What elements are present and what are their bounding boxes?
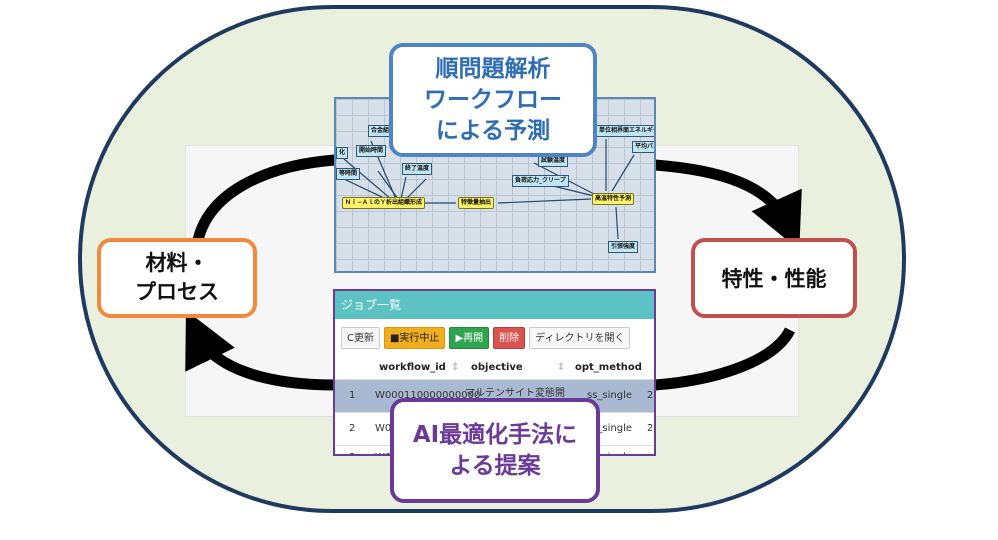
job-toolbar: C更新 ■実行中止 ▶再開 削除 ディレクトリを開く (341, 327, 631, 349)
title-line: ワークフロー (424, 86, 562, 113)
material-line: プロセス (135, 280, 219, 304)
property-text: 特性・性能 (721, 267, 827, 291)
row-number: 3 (349, 452, 355, 454)
ai-optimization-label: AI最適化手法に よる提案 (390, 398, 600, 503)
stop-button[interactable]: ■実行中止 (383, 327, 446, 349)
column-header-workflow-id[interactable]: workflow_id (379, 362, 446, 373)
ai-line: AI最適化手法に (412, 421, 578, 448)
workflow-node: 終了温度 (402, 163, 433, 175)
sort-icon[interactable]: ⇕ (451, 362, 460, 373)
workflow-node-process: 特徴量抽出 (458, 197, 495, 209)
row-number: 1 (349, 390, 356, 401)
job-table-header: workflow_id ⇕ objective ⇕ opt_method (335, 359, 654, 379)
cell-extra: 2 (647, 423, 654, 434)
material-line: 材料・ (145, 251, 209, 275)
column-header-objective[interactable]: objective (471, 362, 523, 373)
job-list-panel: ジョブ一覧 C更新 ■実行中止 ▶再開 削除 ディレクトリを開く workflo… (333, 289, 656, 456)
workflow-node: 単位相界面エネルギー (596, 125, 654, 137)
workflow-node: 開始時間 (356, 145, 387, 157)
cell-objective: マルテンサイト変態開 (465, 388, 565, 399)
workflow-node: 引張強度 (608, 241, 639, 253)
cell-workflow-id: W000110000000000 (375, 390, 481, 401)
row-number: 2 (349, 423, 356, 434)
open-directory-button[interactable]: ディレクトリを開く (529, 327, 631, 349)
forward-analysis-label: 順問題解析 ワークフロー による予測 (389, 43, 597, 157)
ai-line: よる提案 (449, 452, 541, 479)
cell-workflow-id: W00 (375, 452, 398, 454)
workflow-node: 負荷応力_クリープ (512, 175, 569, 187)
property-performance-label: 特性・性能 (691, 238, 857, 318)
cell-extra: 2 (647, 390, 654, 401)
column-header-opt-method[interactable]: opt_method (575, 362, 642, 373)
workflow-node: 平均パ (632, 141, 654, 153)
cell-opt-method: ss_single (587, 390, 633, 401)
title-line: 順問題解析 (435, 55, 551, 82)
cell-opt-method: ss_single (587, 452, 632, 454)
workflow-node-process: 高温特性予測 (592, 193, 635, 205)
material-process-label: 材料・ プロセス (97, 238, 257, 318)
job-list-title: ジョブ一覧 (335, 291, 654, 319)
workflow-node: 化 (336, 147, 349, 159)
workflow-node: 等時間 (336, 168, 361, 180)
refresh-button[interactable]: C更新 (341, 327, 380, 349)
delete-button[interactable]: 削除 (493, 327, 526, 349)
cell-opt-method: ss_single (587, 423, 633, 434)
resume-button[interactable]: ▶再開 (449, 327, 490, 349)
workflow-node-process: Ｎｉ−ＡｌのＹ析出組織形成 (342, 197, 426, 209)
cell-workflow-id: W00 (375, 423, 398, 434)
sort-icon[interactable]: ⇕ (557, 362, 566, 373)
title-line: による予測 (435, 117, 551, 144)
